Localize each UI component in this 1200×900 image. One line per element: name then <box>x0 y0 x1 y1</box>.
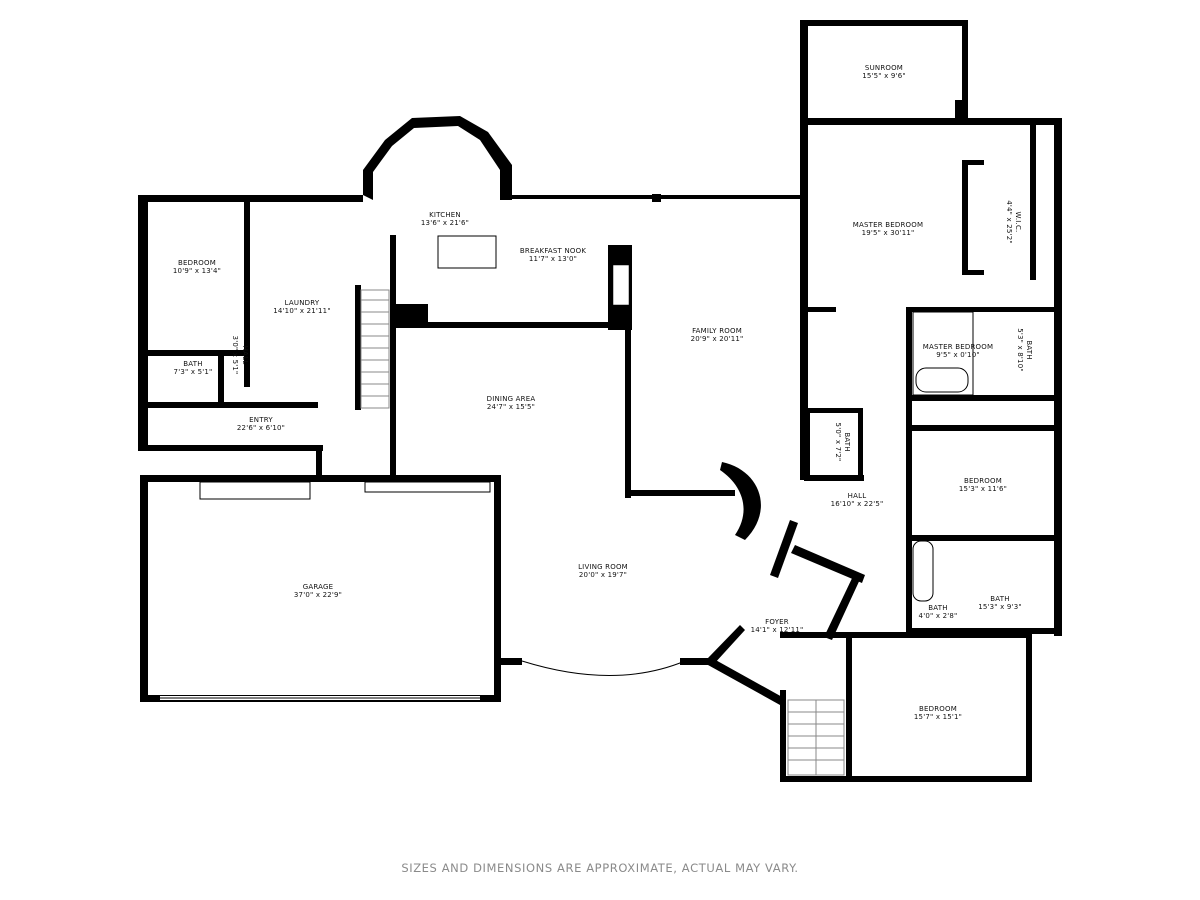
room-dims: 20'9" x 20'11" <box>691 335 744 343</box>
room-dims: 24'7" x 15'5" <box>487 403 535 411</box>
room-name: BATH <box>1025 340 1033 359</box>
room-dims: 3'0" x 5'1" <box>231 336 239 375</box>
stairs-south <box>787 699 845 776</box>
room-name: MASTER BEDROOM <box>853 221 923 229</box>
room-dims: 15'5" x 9'6" <box>862 72 906 80</box>
room-name: HALL <box>241 346 249 365</box>
room-dims: 5'3" x 8'10" <box>1016 328 1024 372</box>
room-dims: 16'10" x 22'5" <box>831 500 884 508</box>
room-name: MASTER BEDROOM <box>923 343 993 351</box>
stairs-west <box>361 299 389 397</box>
disclaimer: SIZES AND DIMENSIONS ARE APPROXIMATE, AC… <box>401 861 799 875</box>
room-name: LIVING ROOM <box>578 563 628 571</box>
room-name: W.I.C. <box>1014 212 1022 233</box>
room-dims: 20'0" x 19'7" <box>579 571 627 579</box>
room-name: BATH <box>183 360 202 368</box>
room-dims: 14'1" x 12'11" <box>751 626 804 634</box>
room-dims: 14'10" x 21'11" <box>273 307 331 315</box>
room-name: LAUNDRY <box>285 299 320 307</box>
room-dims: 9'5" x 0'10" <box>936 351 980 359</box>
room-name: FOYER <box>765 618 789 626</box>
room-dims: 5'0" x 7'2" <box>834 423 842 462</box>
room-name: SUNROOM <box>865 64 903 72</box>
room-name: BATH <box>843 432 851 451</box>
room-name: BEDROOM <box>964 477 1002 485</box>
room-dims: 10'9" x 13'4" <box>173 267 221 275</box>
room-name: KITCHEN <box>429 211 461 219</box>
room-name: ENTRY <box>249 416 273 424</box>
walls <box>138 20 1062 782</box>
room-name: BEDROOM <box>178 259 216 267</box>
room-dims: 4'4" x 25'2" <box>1005 200 1013 244</box>
room-name: BATH <box>990 595 1009 603</box>
room-dims: 19'5" x 30'11" <box>862 229 915 237</box>
room-dims: 15'3" x 11'6" <box>959 485 1007 493</box>
room-dims: 15'7" x 15'1" <box>914 713 962 721</box>
room-dims: 22'6" x 6'10" <box>237 424 285 432</box>
room-dims: 4'0" x 2'8" <box>919 612 958 620</box>
room-name: BEDROOM <box>919 705 957 713</box>
room-labels: SUNROOM 15'5" x 9'6" KITCHEN 13'6" x 21'… <box>173 64 1033 721</box>
room-name: GARAGE <box>303 583 334 591</box>
room-dims: 13'6" x 21'6" <box>421 219 469 227</box>
room-name: BATH <box>928 604 947 612</box>
room-name: FAMILY ROOM <box>692 327 742 335</box>
room-dims: 11'7" x 13'0" <box>529 255 577 263</box>
room-name: BREAKFAST NOOK <box>520 247 586 255</box>
room-dims: 37'0" x 22'9" <box>294 591 342 599</box>
room-name: DINING AREA <box>487 395 536 403</box>
room-name: HALL <box>848 492 867 500</box>
room-dims: 15'3" x 9'3" <box>978 603 1022 611</box>
room-dims: 7'3" x 5'1" <box>174 368 213 376</box>
